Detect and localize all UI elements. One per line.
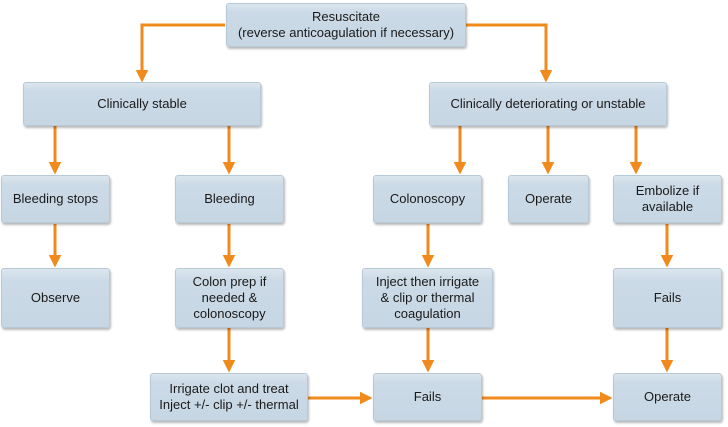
edge-resuscitate-unstable: [465, 23, 553, 83]
node-irrigate-clot: Irrigate clot and treat Inject +/- clip …: [150, 373, 308, 421]
node-clinically-stable: Clinically stable: [23, 82, 261, 126]
node-bleeding: Bleeding: [175, 175, 284, 223]
node-observe: Observe: [1, 268, 110, 328]
node-operate-final: Operate: [613, 373, 722, 421]
edge-resuscitate-stable: [135, 23, 225, 83]
node-clinically-unstable: Clinically deteriorating or unstable: [429, 82, 667, 126]
node-embolize: Embolize if available: [613, 175, 722, 223]
node-inject-irrigate: Inject then irrigate & clip or thermal c…: [362, 268, 493, 328]
node-fails-endoscopy: Fails: [373, 373, 482, 421]
node-colonoscopy: Colonoscopy: [373, 175, 482, 223]
node-resuscitate: Resuscitate (reverse anticoagulation if …: [226, 3, 466, 47]
node-bleeding-stops: Bleeding stops: [1, 175, 110, 223]
node-operate-early: Operate: [508, 175, 589, 223]
node-colon-prep: Colon prep if needed & colonoscopy: [175, 268, 284, 328]
node-fails-embolize: Fails: [613, 268, 722, 328]
